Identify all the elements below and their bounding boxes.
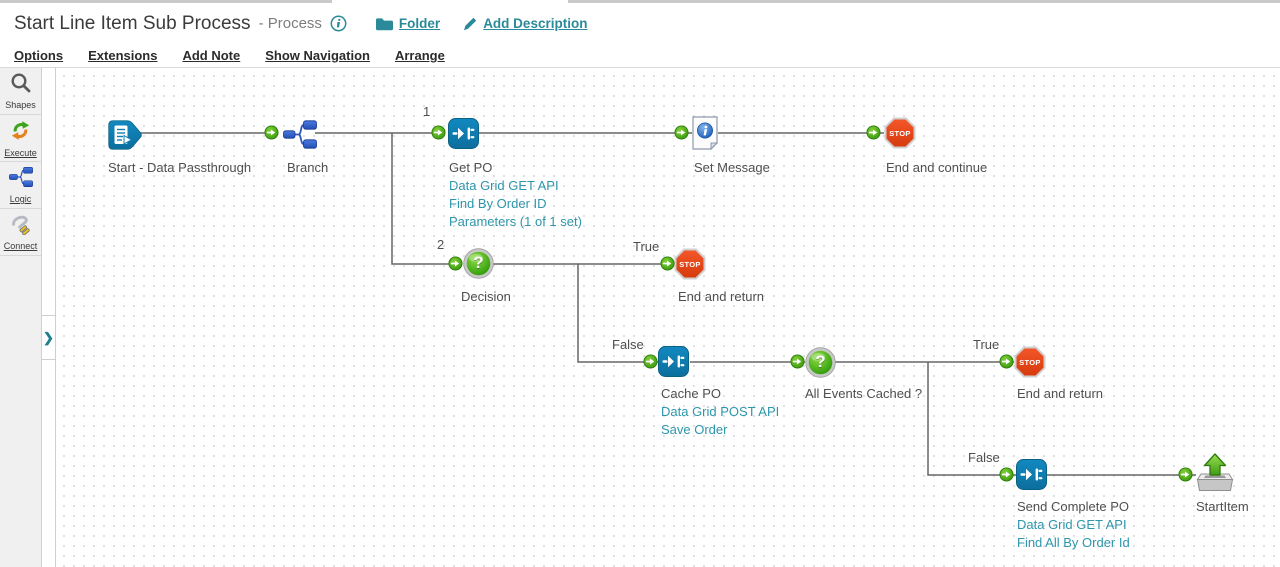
shape-subtitle: Data Grid POST API <box>661 404 780 419</box>
shape-subtitle: Data Grid GET API <box>1017 517 1127 532</box>
collapsed-panel-strip: ❯ <box>42 68 56 567</box>
shape-subtitle: Parameters (1 of 1 set) <box>449 214 582 229</box>
node-label-get-po: Get PO Data Grid GET API Find By Order I… <box>449 159 582 231</box>
connector-shape-icon-cache-po[interactable] <box>658 346 689 382</box>
question-mark-glyph: ? <box>815 352 826 371</box>
menu-show-navigation[interactable]: Show Navigation <box>265 48 370 63</box>
node-label-send-complete: Send Complete PO Data Grid GET API Find … <box>1017 498 1130 552</box>
top-divider-left <box>0 0 332 3</box>
connection-arrow-icon[interactable] <box>866 125 881 140</box>
shapes-sidebar: Shapes Execute Logic <box>0 68 42 567</box>
shape-subtitle: Find All By Order Id <box>1017 535 1130 550</box>
connection-arrow-icon[interactable] <box>790 354 805 369</box>
edge-label-false: False <box>612 337 644 352</box>
chevron-right-icon: ❯ <box>43 329 54 345</box>
execute-icon <box>9 119 32 147</box>
decision-shape-icon[interactable]: ? <box>463 248 494 279</box>
sidebar-label-shapes: Shapes <box>5 100 36 110</box>
shape-name: Send Complete PO <box>1017 499 1130 514</box>
menu-add-note[interactable]: Add Note <box>182 48 241 63</box>
message-shape-icon[interactable] <box>692 116 718 155</box>
connection-arrow-icon[interactable] <box>264 125 279 140</box>
connector-shape-icon-send-complete[interactable] <box>1016 459 1047 495</box>
connection-arrow-icon[interactable] <box>999 467 1014 482</box>
branch-shape-icon[interactable] <box>283 119 317 155</box>
connection-lines <box>140 132 1196 476</box>
sidebar-label-execute: Execute <box>4 147 37 158</box>
edge-label-false: False <box>968 450 1000 465</box>
logic-branch-icon <box>9 166 33 193</box>
question-mark-glyph: ? <box>473 253 484 272</box>
info-icon[interactable] <box>330 15 347 32</box>
menu-arrange[interactable]: Arrange <box>394 48 445 63</box>
folder-link[interactable]: Folder <box>398 16 441 31</box>
header: Start Line Item Sub Process - Process Fo… <box>0 3 1280 44</box>
process-canvas[interactable]: STOP ? STOP ? STOP <box>56 68 1280 567</box>
connection-arrow-icon[interactable] <box>431 125 446 140</box>
edge-label-true: True <box>973 337 1000 352</box>
stop-shape-icon-end-return-1[interactable]: STOP <box>674 248 706 280</box>
stop-shape-icon-end-continue[interactable]: STOP <box>884 117 916 149</box>
page-title: Start Line Item Sub Process <box>14 12 251 34</box>
node-label-startitem: StartItem <box>1196 499 1249 514</box>
decision-shape-icon-all-events[interactable]: ? <box>805 347 836 378</box>
sidebar-item-connect[interactable]: Connect <box>0 209 41 256</box>
node-label-decision: Decision <box>461 289 511 304</box>
folder-icon <box>375 16 394 32</box>
workspace: Shapes Execute Logic <box>0 68 1280 567</box>
node-label-set-message: Set Message <box>694 160 770 175</box>
sidebar-item-execute[interactable]: Execute <box>0 115 41 162</box>
edge-label-branch-2: 2 <box>437 237 445 252</box>
add-description-link[interactable]: Add Description <box>483 16 588 31</box>
edge-label-branch-1: 1 <box>423 104 431 119</box>
connection-arrow-icon[interactable] <box>999 354 1014 369</box>
top-divider-right <box>568 0 1280 3</box>
shape-subtitle: Data Grid GET API <box>449 178 559 193</box>
connect-cable-icon <box>9 213 32 240</box>
node-label-end-return-2: End and return <box>1017 386 1104 401</box>
connection-arrow-icon[interactable] <box>674 125 689 140</box>
menu-options[interactable]: Options <box>14 48 64 63</box>
connector-shape-icon-get-po[interactable] <box>448 118 479 154</box>
stop-sign-text: STOP <box>889 129 911 138</box>
stop-sign-text: STOP <box>679 260 701 269</box>
connection-arrow-icon[interactable] <box>660 256 675 271</box>
node-label-cache-po: Cache PO Data Grid POST API Save Order <box>661 385 779 439</box>
connection-arrow-icon[interactable] <box>1178 467 1193 482</box>
menubar: Options Extensions Add Note Show Navigat… <box>0 44 1280 68</box>
process-type-label: - Process <box>258 15 322 32</box>
stop-shape-icon-end-return-2[interactable]: STOP <box>1014 346 1046 378</box>
sidebar-item-logic[interactable]: Logic <box>0 162 41 209</box>
node-label-start: Start - Data Passthrough <box>108 160 252 175</box>
sidebar-label-connect: Connect <box>3 241 38 251</box>
node-label-branch: Branch <box>287 160 329 175</box>
sidebar-label-logic: Logic <box>9 194 32 204</box>
shape-subtitle: Find By Order ID <box>449 196 547 211</box>
shape-name: Get PO <box>449 160 493 175</box>
sidebar-item-shapes[interactable]: Shapes <box>0 68 41 115</box>
node-label-end-continue: End and continue <box>886 160 988 175</box>
node-label-end-return-1: End and return <box>678 289 765 304</box>
connection-arrow-icon[interactable] <box>643 354 658 369</box>
start-shape-icon[interactable] <box>108 120 142 155</box>
shape-subtitle: Save Order <box>661 422 728 437</box>
menu-extensions[interactable]: Extensions <box>88 48 158 63</box>
pencil-icon <box>462 16 478 32</box>
stop-sign-text: STOP <box>1019 358 1041 367</box>
process-call-shape-icon-startitem[interactable] <box>1196 453 1234 498</box>
panel-expand-toggle[interactable]: ❯ <box>42 315 55 360</box>
edge-label-true: True <box>633 239 660 254</box>
connection-arrow-icon[interactable] <box>448 256 463 271</box>
search-icon <box>10 72 32 99</box>
shape-name: Cache PO <box>661 386 721 401</box>
node-label-all-events: All Events Cached ? <box>805 386 923 401</box>
